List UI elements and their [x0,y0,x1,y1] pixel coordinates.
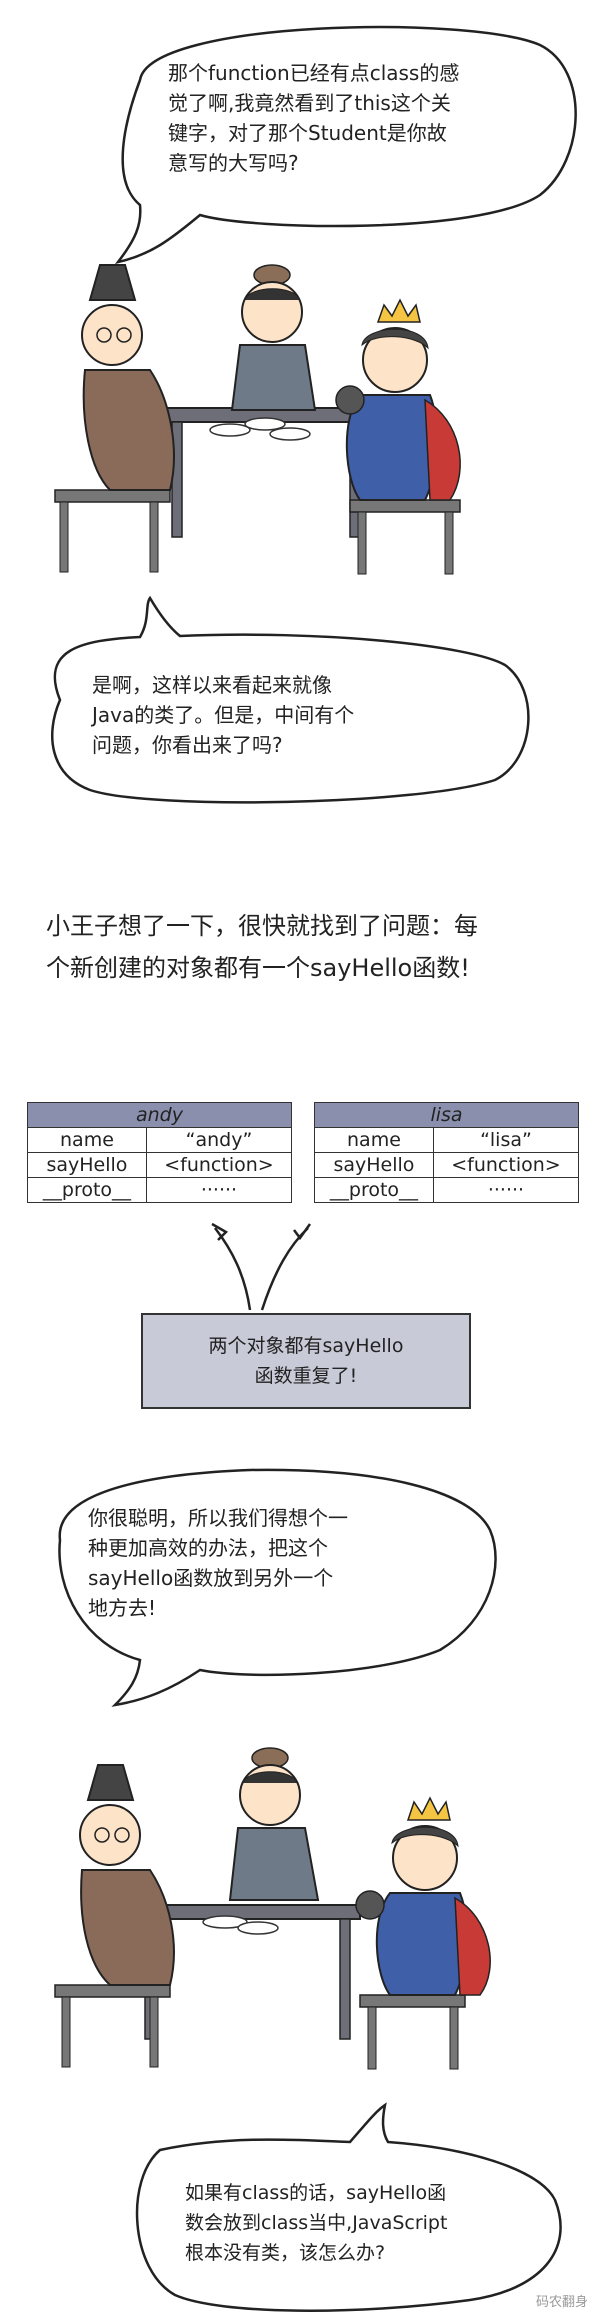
property-name: sayHello [314,1152,434,1178]
narration-caption: 小王子想了一下，很快就找到了问题：每 个新创建的对象都有一个sayHello函数… [46,912,478,982]
object-title: lisa [314,1102,579,1128]
speech-bubble-4 [135,2102,562,2312]
bubble-2-text: 是啊，这样以来看起来就像 Java的类了。但是，中间有个 问题，你看出来了吗? [92,673,355,757]
scene-1-illustration [54,264,461,575]
property-value: ······ [432,1177,580,1203]
object-table-andy: andy name “andy” sayHello <function> __p… [27,1102,293,1203]
property-name: __proto__ [314,1177,434,1203]
property-value: ······ [145,1177,293,1203]
property-value: “andy” [145,1127,293,1153]
duplicate-note-box: 两个对象都有sayHello 函数重复了! [141,1313,471,1409]
object-title: andy [27,1102,292,1128]
property-name: sayHello [27,1152,147,1178]
speech-bubble-2 [50,595,530,804]
property-value: “lisa” [432,1127,580,1153]
watermark: 码农翻身 [535,2295,588,2310]
property-name: name [27,1127,147,1153]
property-value: <function> [145,1152,293,1178]
bubble-3-text: 你很聪明，所以我们得想个一 种更加高效的办法，把这个 sayHello函数放到另… [88,1506,348,1620]
table-row: name “andy” [27,1127,293,1153]
property-name: name [314,1127,434,1153]
bubble-1-text: 那个function已经有点class的感 觉了啊,我竟然看到了this这个关 … [168,61,460,175]
arrow-left [214,1227,252,1311]
scene-2-illustration [54,1747,491,2070]
bubble-4-text: 如果有class的话，sayHello函 数会放到class当中,JavaScr… [185,2182,448,2264]
table-row: sayHello <function> [27,1152,293,1178]
table-row: name “lisa” [314,1127,580,1153]
property-value: <function> [432,1152,580,1178]
table-row: __proto__ ······ [27,1177,293,1203]
speech-bubble-3 [58,1468,497,1707]
property-name: __proto__ [27,1177,147,1203]
table-row: __proto__ ······ [314,1177,580,1203]
speech-bubble-1 [114,25,577,264]
object-table-lisa: lisa name “lisa” sayHello <function> __p… [314,1102,580,1203]
table-row: sayHello <function> [314,1152,580,1178]
